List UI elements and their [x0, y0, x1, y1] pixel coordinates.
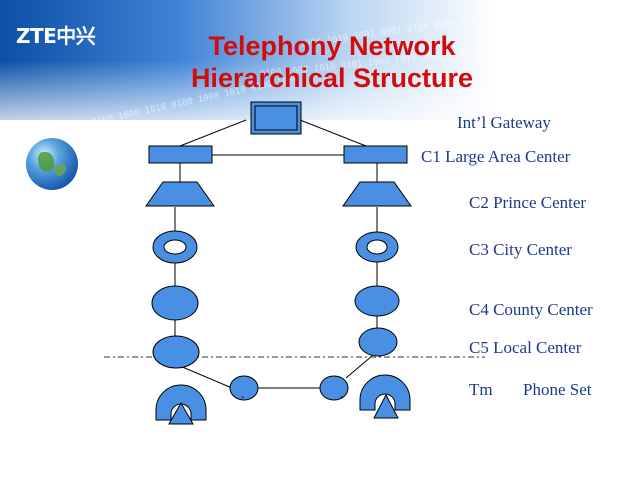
c1-node-left — [148, 145, 213, 164]
page-title: Telephony Network Hierarchical Structure — [162, 30, 502, 94]
zte-logo: ZTE中兴 — [16, 24, 96, 48]
label-tm: Tm — [469, 380, 493, 399]
connector-line — [179, 119, 247, 147]
connector-line — [179, 365, 233, 389]
label-c5: C5 Local Center — [469, 338, 582, 357]
c2-node-right — [342, 181, 412, 207]
label-phone-set: Phone Set — [523, 380, 592, 399]
c5-node-left — [152, 335, 200, 369]
header-fade — [0, 60, 638, 140]
c3-node-right-ring — [366, 239, 388, 255]
label-c4: C4 County Center — [469, 300, 593, 319]
tm-node-right — [319, 375, 349, 401]
title-line-2: Hierarchical Structure — [190, 63, 474, 93]
c2-node-left — [145, 181, 215, 207]
phone-set-right-icon — [359, 374, 411, 419]
c4-node-left — [151, 285, 199, 321]
label-c1: C1 Large Area Center — [421, 147, 571, 166]
connector-line — [345, 355, 373, 379]
connector-line — [299, 119, 367, 147]
c5-node-right — [358, 327, 398, 357]
phone-set-left-icon — [155, 384, 207, 425]
c1-node-right — [343, 145, 408, 164]
svg-text:.: . — [340, 387, 344, 402]
label-c3: C3 City Center — [469, 240, 572, 259]
svg-text:.: . — [241, 387, 245, 402]
tm-node-left — [229, 375, 259, 401]
connector-lines — [174, 119, 378, 389]
title-line-1: Telephony Network — [208, 31, 456, 61]
globe-icon — [26, 138, 78, 190]
label-intl-gateway: Int’l Gateway — [457, 113, 551, 132]
c4-node-right — [354, 285, 400, 317]
intl-gateway-inner — [254, 105, 298, 131]
label-c2: C2 Prince Center — [469, 193, 587, 212]
c3-node-left-ring — [163, 239, 187, 255]
